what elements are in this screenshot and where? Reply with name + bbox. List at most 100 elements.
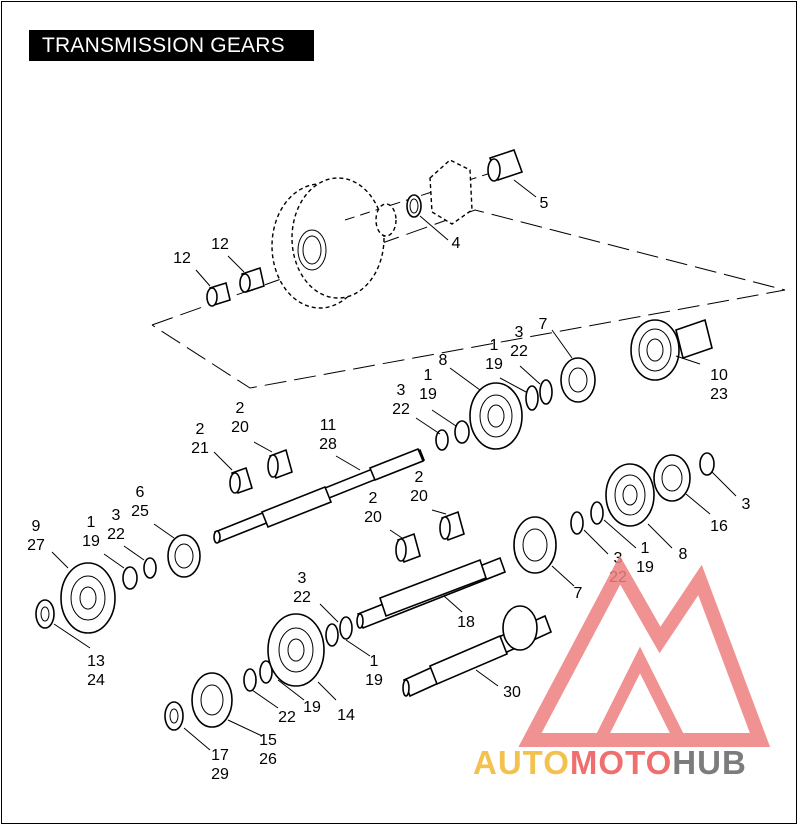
callout-line: 19 (419, 386, 437, 403)
callout-c8b: 8 (679, 546, 688, 563)
callout-c4: 4 (452, 235, 461, 252)
callout-line: 30 (503, 684, 521, 701)
callout-line: 18 (457, 614, 475, 631)
wordmark-auto: AUTO (473, 744, 570, 781)
callout-line: 1 (370, 653, 379, 670)
callout-line: 8 (439, 352, 448, 369)
callout-line: 3 (614, 550, 623, 567)
callout-line: 25 (131, 503, 149, 520)
callout-line: 20 (231, 419, 249, 436)
callout-line: 2 (236, 400, 245, 417)
thrust-washer-13 (35, 599, 55, 629)
callout-line: 24 (87, 672, 105, 689)
callout-line: 13 (87, 653, 105, 670)
callout-c16: 16 (710, 518, 728, 535)
callout-c22: 22 (278, 709, 296, 726)
callout-line: 22 (293, 589, 311, 606)
callout-line: 7 (574, 585, 583, 602)
washer-upper-b (525, 385, 539, 411)
needle-bearing-12a (206, 281, 231, 307)
assembly-boundary (151, 209, 786, 389)
callout-c30: 30 (503, 684, 521, 701)
callout-line: 3 (515, 324, 524, 341)
callout-c7b: 7 (574, 585, 583, 602)
callout-line: 8 (679, 546, 688, 563)
oil-seal (406, 194, 422, 218)
callout-line: 3 (298, 570, 307, 587)
washer-19-lower (259, 660, 273, 684)
callout-c12b: 12 (211, 236, 229, 253)
callout-line: 20 (364, 509, 382, 526)
callout-line: 1 (641, 540, 650, 557)
main-drive-gear (271, 177, 385, 309)
washer-lower-a (590, 501, 604, 525)
callout-line: 26 (259, 751, 277, 768)
callout-line: 22 (107, 526, 125, 543)
callout-line: 17 (211, 747, 229, 764)
callout-line: 27 (27, 537, 45, 554)
spacer-small (375, 203, 397, 237)
wordmark-hub: HUB (672, 744, 747, 781)
callout-line: 19 (365, 672, 383, 689)
callout-line: 10 (710, 367, 728, 384)
gear-14 (267, 613, 325, 687)
washer-left-a (122, 566, 138, 590)
callout-c8a: 8 (439, 352, 448, 369)
callout-c18: 18 (457, 614, 475, 631)
callout-line: 5 (540, 195, 549, 212)
gear-7-lower (513, 516, 557, 574)
needle-bearing-20c (439, 510, 465, 542)
callout-line: 7 (539, 316, 548, 333)
washer-mid-a (325, 623, 339, 647)
callout-line: 12 (211, 236, 229, 253)
wordmark-moto: MOTO (569, 744, 673, 781)
title-bar: TRANSMISSION GEARS (29, 30, 314, 61)
washer-lower-b (570, 511, 584, 535)
mainshaft-gear-10 (630, 318, 713, 381)
callout-line: 6 (136, 484, 145, 501)
callout-line: 19 (303, 699, 321, 716)
callout-line: 1 (87, 514, 96, 531)
washer-3-right (699, 452, 715, 476)
callout-line: 19 (636, 559, 654, 576)
callout-line: 1 (490, 337, 499, 354)
callout-line: 22 (510, 343, 528, 360)
callout-line: 15 (259, 732, 277, 749)
leader-lines (51, 179, 737, 751)
washer-mid-b (339, 616, 353, 640)
mainshaft-11 (213, 447, 426, 544)
retaining-plate (429, 159, 473, 225)
callout-line: 3 (742, 496, 751, 513)
gear-9 (60, 562, 116, 634)
callout-line: 1 (424, 367, 433, 384)
callout-c5: 5 (540, 195, 549, 212)
washer-left-b (143, 557, 157, 579)
callout-c14: 14 (337, 707, 355, 724)
needle-bearing-12b (239, 266, 265, 294)
gear-7-upper (560, 357, 596, 403)
callout-line: 20 (410, 488, 428, 505)
shaft-30 (402, 605, 553, 698)
gear-8-lower (605, 463, 655, 527)
callout-line: 22 (392, 401, 410, 418)
callout-line: 9 (32, 518, 41, 535)
emblem-outline (518, 555, 771, 747)
callout-line: 16 (710, 518, 728, 535)
callout-line: 2 (415, 469, 424, 486)
